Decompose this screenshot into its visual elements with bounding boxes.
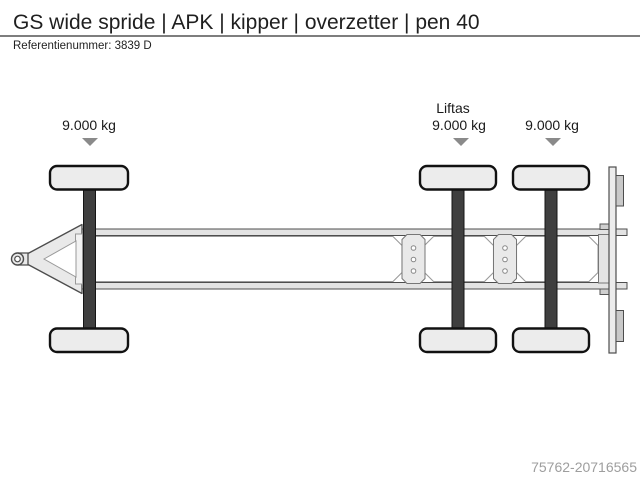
lift-axle xyxy=(418,164,498,354)
bolt-hole xyxy=(410,256,417,263)
lift-axle-note: Liftas xyxy=(436,100,470,116)
lift-axle-arrow-icon xyxy=(452,138,469,146)
cross-member xyxy=(401,234,426,284)
frame-rail-bottom xyxy=(75,282,628,290)
front-axle-load-label: 9.000 kg xyxy=(62,117,116,133)
frame-bay xyxy=(83,235,403,283)
rear-overhang xyxy=(598,166,624,354)
front-axle xyxy=(48,164,130,354)
cross-member xyxy=(493,234,517,284)
rear-axle-tyre-top xyxy=(511,164,591,191)
rear-axle-tyre-bottom xyxy=(511,327,591,354)
bolt-hole xyxy=(502,268,508,274)
lift-axle-tyre-bottom xyxy=(418,327,498,354)
rear-axle-beam xyxy=(544,177,558,340)
bolt-hole xyxy=(502,256,508,263)
rear-cross-plate xyxy=(608,166,617,354)
rear-axle-arrow-icon xyxy=(545,138,561,146)
frame-rail-top xyxy=(75,228,628,236)
drawbar xyxy=(10,223,83,295)
reference-number: Referentienummer: 3839 D xyxy=(13,40,152,52)
front-axle-beam xyxy=(83,177,96,340)
rear-axle xyxy=(511,164,591,354)
drawbar-crossbar xyxy=(75,233,83,285)
towing-eye-hole xyxy=(14,255,21,263)
drawbar-inner-cutout xyxy=(42,240,77,278)
lift-axle-beam xyxy=(451,177,465,340)
page-title: GS wide spride | APK | kipper | overzett… xyxy=(13,11,480,34)
bolt-hole xyxy=(410,268,417,274)
title-divider xyxy=(0,35,640,37)
rear-bracket-bottom xyxy=(615,310,624,342)
front-axle-tyre-bottom xyxy=(48,327,130,354)
bolt-hole xyxy=(502,245,508,251)
bolt-hole xyxy=(410,245,417,251)
front-axle-tyre-top xyxy=(48,164,130,191)
lift-axle-tyre-top xyxy=(418,164,498,191)
rear-axle-load-label: 9.000 kg xyxy=(525,117,579,133)
image-code: 75762-20716565 xyxy=(531,459,637,475)
chassis-frame xyxy=(75,228,628,290)
lift-axle-load-label: 9.000 kg xyxy=(432,117,486,133)
rear-bracket-top xyxy=(615,175,624,207)
front-axle-arrow-icon xyxy=(82,138,98,146)
